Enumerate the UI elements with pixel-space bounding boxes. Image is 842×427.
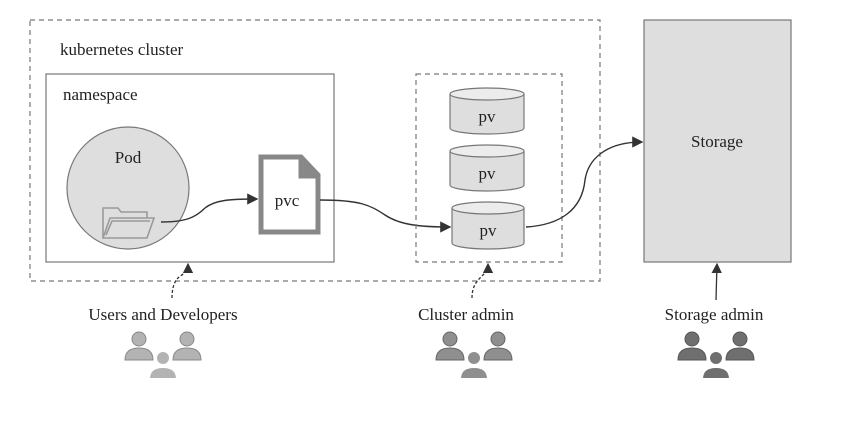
document-icon[interactable] xyxy=(258,154,321,235)
users-group-icon xyxy=(677,331,755,380)
storage-box[interactable] xyxy=(643,19,792,263)
cluster-admin-arrow xyxy=(471,262,494,299)
storage-label: Storage xyxy=(691,132,743,151)
folder-icon xyxy=(101,207,156,239)
users-group-icon xyxy=(124,331,202,380)
cluster-label: kubernetes cluster xyxy=(60,40,184,59)
pv-label: pv xyxy=(479,164,497,183)
users-group-icon xyxy=(435,331,513,380)
pv-cylinder[interactable]: pv xyxy=(449,144,525,192)
actor-label-storage-admin: Storage admin xyxy=(665,305,764,324)
actor-label-cluster-admin: Cluster admin xyxy=(418,305,514,324)
pv-group xyxy=(415,73,563,263)
pv-to-storage-arrow xyxy=(525,136,644,228)
pv-label: pv xyxy=(479,107,497,126)
pv-label: pv xyxy=(480,221,498,240)
pvc-to-pv-arrow xyxy=(319,199,452,233)
actor-label-users: Users and Developers xyxy=(88,305,237,324)
pvc-label: pvc xyxy=(275,191,300,210)
storage-admin-arrow xyxy=(711,262,722,301)
namespace-label: namespace xyxy=(63,85,138,104)
pv-cylinder[interactable]: pv xyxy=(449,87,525,135)
pod-to-pvc-arrow xyxy=(160,193,259,223)
pv-cylinder[interactable]: pv xyxy=(451,201,525,250)
users-arrow xyxy=(171,262,194,299)
pod-circle[interactable] xyxy=(66,126,190,250)
cluster-boundary xyxy=(29,19,601,282)
pod-label: Pod xyxy=(115,148,142,167)
